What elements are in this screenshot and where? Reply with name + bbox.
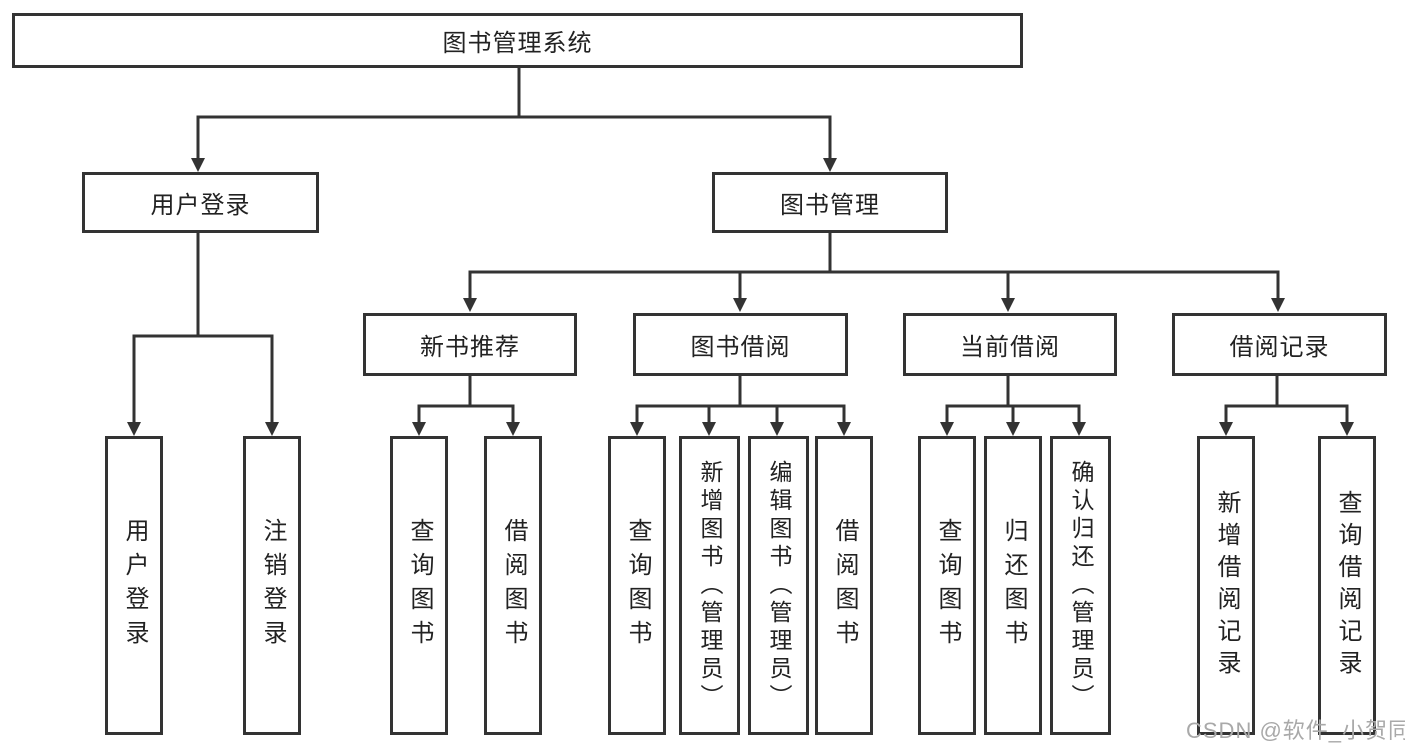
leaf-return-book: 归还图书 xyxy=(984,436,1042,735)
leaf-user-login-label: 用户登录 xyxy=(121,517,148,654)
leaf-add-borrow-record-label: 新增借阅记录 xyxy=(1213,489,1240,682)
connector-current-borrow-branch xyxy=(940,374,1086,436)
connector-book-management-branch xyxy=(463,231,1285,312)
node-borrow-records-label: 借阅记录 xyxy=(1229,334,1330,361)
leaf-query-books-current-label: 查询图书 xyxy=(934,517,961,654)
leaf-query-borrow-record-label: 查询借阅记录 xyxy=(1334,489,1361,682)
node-book-management: 图书管理 xyxy=(712,172,948,233)
connector-user-login-branch xyxy=(127,231,279,436)
node-borrow-records: 借阅记录 xyxy=(1172,313,1387,376)
node-new-book-recommend: 新书推荐 xyxy=(363,313,577,376)
leaf-query-books-recommend-label: 查询图书 xyxy=(406,517,433,654)
leaf-borrow-books-recommend-label: 借阅图书 xyxy=(500,517,527,654)
connector-borrow-records-branch xyxy=(1219,374,1354,436)
leaf-confirm-return-admin-label: 确认归还（管理员） xyxy=(1068,459,1094,712)
node-current-borrow-label: 当前借阅 xyxy=(960,334,1060,361)
leaf-query-books-borrow-label: 查询图书 xyxy=(624,517,651,654)
leaf-borrow-books-label: 借阅图书 xyxy=(831,517,858,654)
leaf-query-books-borrow: 查询图书 xyxy=(608,436,666,735)
leaf-user-login: 用户登录 xyxy=(105,436,163,735)
watermark: CSDN @软件_小贺同学 xyxy=(1186,718,1405,743)
connector-new-book-recommend-branch xyxy=(412,374,520,436)
leaf-query-books-current: 查询图书 xyxy=(918,436,976,735)
leaf-logout: 注销登录 xyxy=(243,436,301,735)
leaf-query-books-recommend: 查询图书 xyxy=(390,436,448,735)
node-book-borrow-label: 图书借阅 xyxy=(690,334,791,361)
node-user-login: 用户登录 xyxy=(82,172,319,233)
leaf-add-book-admin: 新增图书（管理员） xyxy=(679,436,740,735)
node-book-management-label: 图书管理 xyxy=(780,192,880,219)
leaf-edit-book-admin-label: 编辑图书（管理员） xyxy=(766,459,792,712)
connector-book-borrow-branch xyxy=(630,374,851,436)
leaf-borrow-books-recommend: 借阅图书 xyxy=(484,436,542,735)
node-new-book-recommend-label: 新书推荐 xyxy=(420,334,520,361)
node-user-login-label: 用户登录 xyxy=(150,192,251,219)
node-book-borrow: 图书借阅 xyxy=(633,313,848,376)
leaf-query-borrow-record: 查询借阅记录 xyxy=(1318,436,1376,735)
leaf-return-book-label: 归还图书 xyxy=(1000,517,1027,654)
leaf-confirm-return-admin: 确认归还（管理员） xyxy=(1050,436,1111,735)
leaf-edit-book-admin: 编辑图书（管理员） xyxy=(748,436,809,735)
node-current-borrow: 当前借阅 xyxy=(903,313,1117,376)
leaf-borrow-books: 借阅图书 xyxy=(815,436,873,735)
leaf-add-book-admin-label: 新增图书（管理员） xyxy=(697,459,723,712)
connector-root-branch xyxy=(191,66,837,172)
node-library-system-label: 图书管理系统 xyxy=(442,30,593,57)
node-library-system: 图书管理系统 xyxy=(12,13,1023,68)
leaf-logout-label: 注销登录 xyxy=(259,517,286,654)
leaf-add-borrow-record: 新增借阅记录 xyxy=(1197,436,1255,735)
